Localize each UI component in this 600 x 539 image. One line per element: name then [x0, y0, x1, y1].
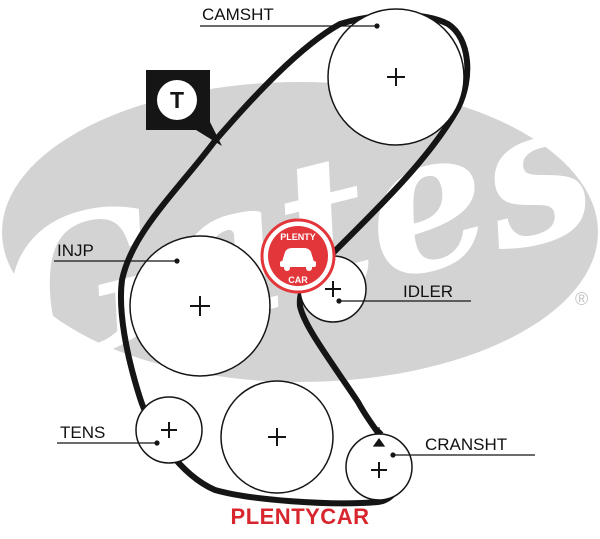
camshaft-pulley [327, 8, 465, 146]
watermark-registered-mark: ® [575, 289, 588, 309]
injection-pump-center-plus-icon [190, 296, 210, 316]
camshaft-leader-dot [374, 23, 380, 29]
plentycar-badge-bottom-text: CAR [288, 275, 308, 285]
water-pump-center-plus-icon [268, 428, 286, 446]
tension-marker-letter: T [170, 87, 184, 113]
plentycar-badge-top-text: PLENTY [280, 232, 316, 242]
plentycar-badge: PLENTY CAR [260, 218, 336, 294]
label-crankshaft: CRANSHT [425, 435, 507, 454]
label-idler: IDLER [403, 282, 453, 301]
tensioner-center-plus-icon [161, 422, 177, 438]
crankshaft-leader-dot [390, 452, 396, 458]
label-camshaft: CAMSHT [202, 5, 274, 24]
camshaft-center-plus-icon [387, 68, 405, 86]
tensioner-pulley [135, 396, 203, 464]
water-pump-pulley [220, 380, 334, 494]
label-injection-pump: INJP [57, 241, 94, 260]
car-icon [280, 248, 316, 271]
tensioner-leader-dot [154, 440, 160, 446]
idler-center-plus-icon [325, 281, 341, 297]
crankshaft-timing-mark-icon [372, 427, 386, 447]
leader-lines [54, 23, 535, 458]
crankshaft-center-plus-icon [371, 462, 387, 478]
tension-marker-circle [157, 80, 197, 120]
injection-pump-leader-dot [174, 258, 180, 264]
injection-pump-pulley [129, 235, 271, 377]
footer-brand-text: PLENTYCAR [230, 504, 370, 529]
crankshaft-pulley [345, 427, 413, 501]
tension-marker: T [146, 70, 222, 146]
label-tensioner: TENS [60, 423, 105, 442]
idler-leader-dot [336, 298, 342, 304]
